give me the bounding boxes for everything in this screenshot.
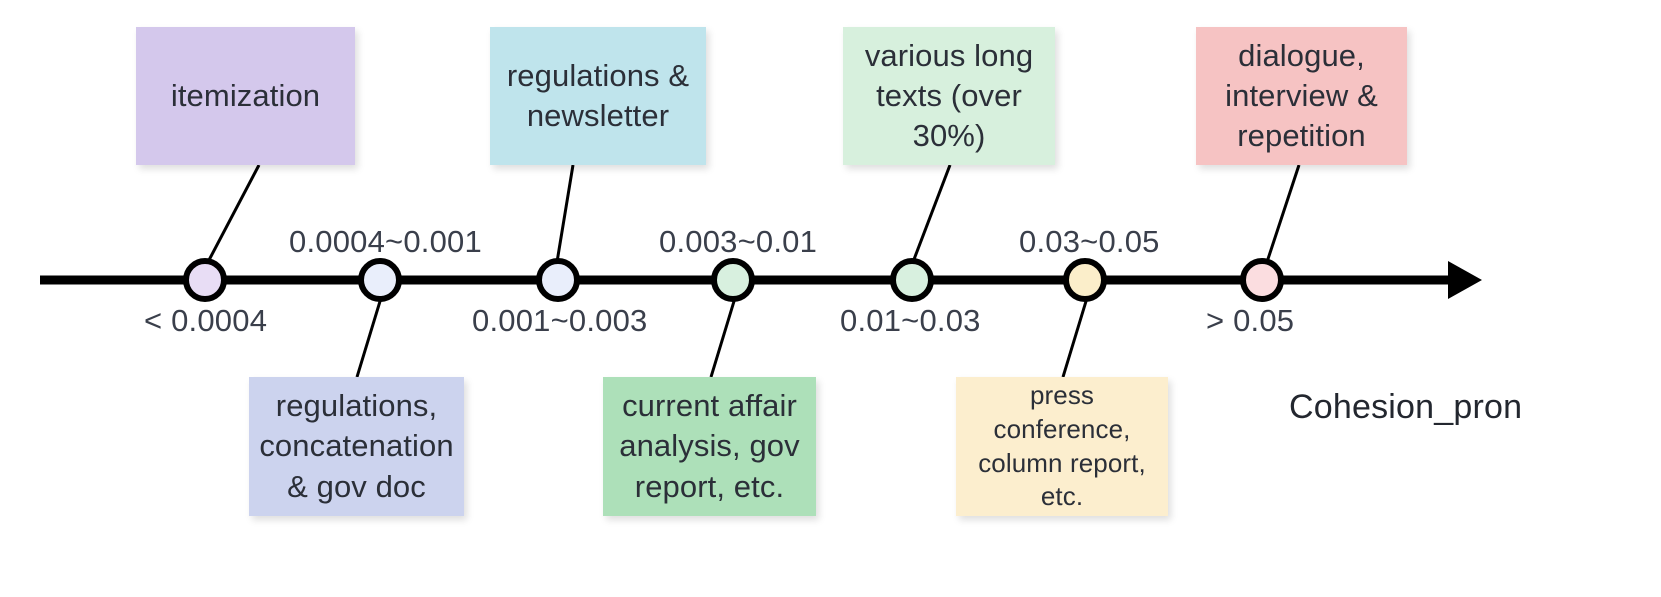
- callout-box-c3[interactable]: various long texts (over 30%): [843, 27, 1055, 165]
- callout-label: itemization: [170, 77, 321, 113]
- callout-label: regulations, concatenation & gov doc: [259, 388, 454, 504]
- leader-line-c7: [1061, 297, 1089, 378]
- range-label-below-2: 0.01~0.03: [840, 303, 981, 338]
- axis-node-marker-n3[interactable]: [536, 258, 580, 302]
- callout-label: dialogue, interview & repetition: [1225, 37, 1378, 154]
- callout-box-c2[interactable]: regulations & newsletter: [490, 27, 706, 165]
- leader-lines-group: [206, 164, 1301, 378]
- axis-node-marker-n4[interactable]: [711, 258, 755, 302]
- axis-node-marker-n6[interactable]: [1063, 258, 1107, 302]
- callout-box-c5[interactable]: regulations, concatenation & gov doc: [249, 377, 464, 516]
- leader-line-c5: [355, 297, 383, 378]
- leader-line-c1: [206, 164, 261, 263]
- callout-label: regulations & newsletter: [506, 57, 690, 133]
- range-label-above-2: 0.03~0.05: [1019, 224, 1160, 259]
- axis-arrowhead: [1448, 261, 1482, 299]
- leader-line-c4: [1265, 164, 1301, 263]
- callout-box-c7[interactable]: press conference, column report, etc.: [956, 377, 1168, 516]
- axis-node-marker-n1[interactable]: [183, 258, 227, 302]
- range-label-above-0: 0.0004~0.001: [289, 224, 482, 259]
- leader-line-c2: [555, 164, 575, 263]
- range-label-below-3: > 0.05: [1206, 303, 1295, 338]
- axis-node-marker-n7[interactable]: [1240, 258, 1284, 302]
- range-label-above-1: 0.003~0.01: [659, 224, 818, 259]
- range-label-below-0: < 0.0004: [144, 303, 268, 338]
- callout-label: various long texts (over 30%): [864, 37, 1034, 154]
- callout-label: current affair analysis, gov report, etc…: [619, 388, 800, 504]
- leader-line-c3: [911, 164, 952, 263]
- axis-node-marker-n2[interactable]: [358, 258, 402, 302]
- axis-title: Cohesion_pron: [1289, 388, 1523, 426]
- callout-box-c4[interactable]: dialogue, interview & repetition: [1196, 27, 1407, 165]
- callout-box-c1[interactable]: itemization: [136, 27, 355, 165]
- callout-box-c6[interactable]: current affair analysis, gov report, etc…: [603, 377, 816, 516]
- leader-line-c6: [709, 297, 737, 378]
- range-label-below-1: 0.001~0.003: [472, 303, 648, 338]
- axis-node-markers-group: [183, 258, 1284, 302]
- callout-label: press conference, column report, etc.: [978, 379, 1146, 512]
- axis-node-marker-n5[interactable]: [890, 258, 934, 302]
